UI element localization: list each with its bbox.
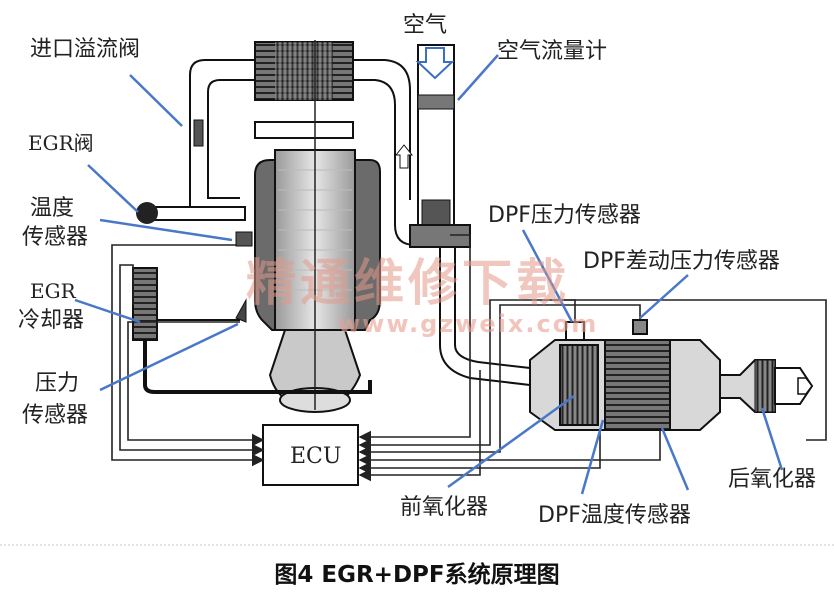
intake-tube — [394, 44, 455, 246]
label-dpf-diff-pressure-sensor: DPF差动压力传感器 — [583, 249, 780, 274]
dpf-assembly — [529, 319, 814, 431]
label-rear-catalyst: 后氧化器 — [728, 467, 816, 492]
egr-valve — [136, 202, 246, 224]
label-pressure-sensor-line1: 压力 — [35, 371, 79, 396]
watermark-title: 精通维修下载 — [246, 254, 570, 312]
label-egr-cooler-line2: 冷却器 — [18, 308, 84, 333]
intercooler — [254, 41, 354, 139]
label-intake-overflow-valve: 进口溢流阀 — [30, 37, 140, 62]
label-dpf-pressure-sensor: DPF压力传感器 — [488, 203, 641, 228]
intake-pipe — [189, 59, 411, 225]
pressure-sensor-part — [235, 298, 247, 323]
label-egr-valve: EGR阀 — [28, 131, 94, 155]
label-air: 空气 — [403, 13, 447, 38]
label-dpf-temp-sensor: DPF温度传感器 — [538, 503, 691, 528]
label-pressure-sensor-line2: 传感器 — [22, 403, 88, 428]
label-air-flow-meter: 空气流量计 — [497, 39, 607, 64]
leader-lines — [74, 54, 784, 495]
engine-block — [254, 40, 381, 413]
label-front-catalyst: 前氧化器 — [400, 495, 488, 520]
label-ecu: ECU — [290, 444, 341, 469]
exhaust-pipe — [394, 224, 531, 386]
label-temp-sensor-line2: 传感器 — [22, 225, 88, 250]
label-egr-cooler-line1: EGR — [30, 279, 77, 303]
label-temp-sensor-line1: 温度 — [30, 196, 74, 221]
overflow-valve-icon — [193, 119, 204, 147]
temp-sensor-part — [235, 231, 253, 247]
figure-caption: 图4 EGR+DPF系统原理图 — [274, 561, 559, 588]
signal-wires — [111, 234, 827, 482]
watermark-url: www.gzweix.com — [338, 310, 598, 338]
